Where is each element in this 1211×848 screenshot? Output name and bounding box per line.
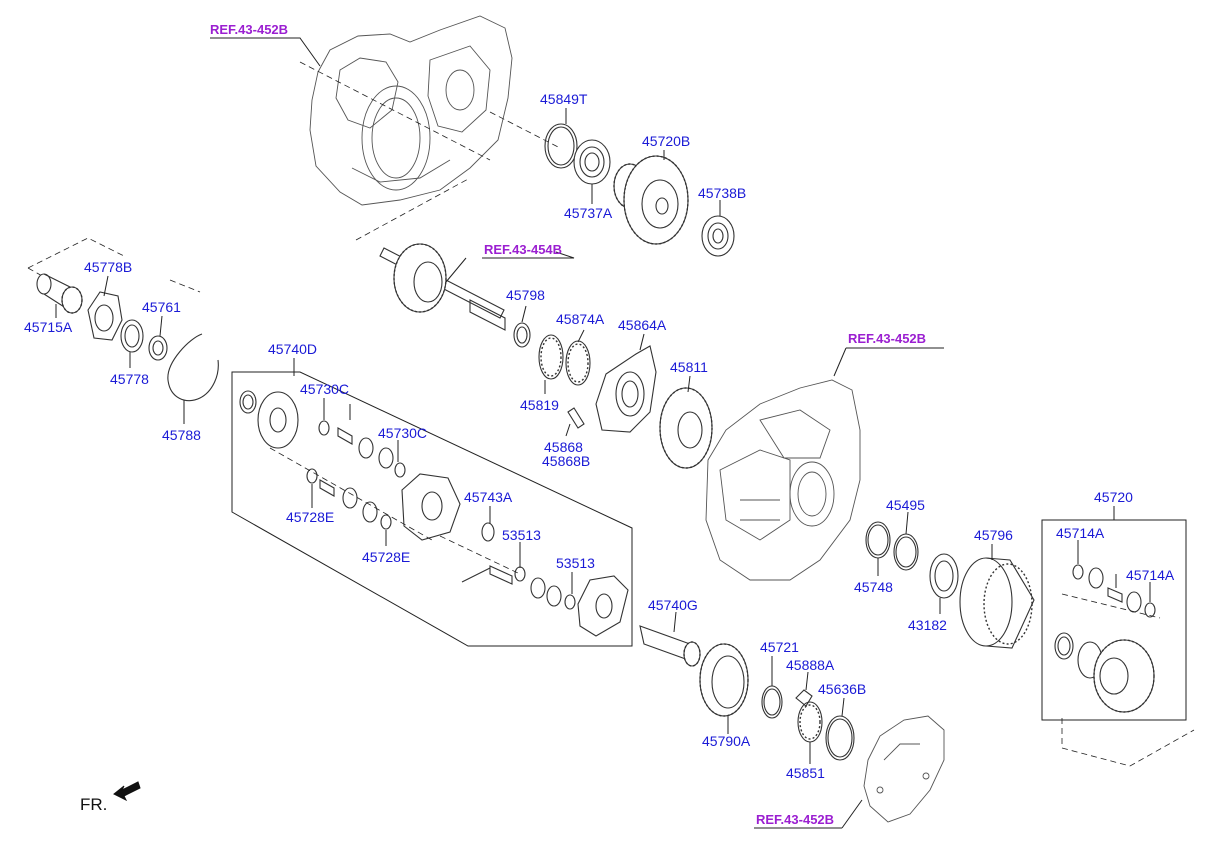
part-label-45636b[interactable]: 45636B (818, 681, 866, 697)
seal-45778[interactable] (120, 319, 144, 353)
part-label-45798[interactable]: 45798 (506, 287, 545, 303)
part-label-45849t[interactable]: 45849T (540, 91, 588, 107)
part-label-45730c-a[interactable]: 45730C (300, 381, 349, 397)
part-label-45868b[interactable]: 45868B (542, 453, 590, 469)
thrust-bearing-45851[interactable] (797, 701, 823, 743)
part-label-45888a[interactable]: 45888A (786, 657, 835, 673)
drum-45796[interactable] (959, 557, 1035, 649)
ring-45748[interactable] (865, 521, 891, 559)
part-label-45721[interactable]: 45721 (760, 639, 799, 655)
ring-45495[interactable] (893, 533, 919, 571)
part-label-45714a-a[interactable]: 45714A (1056, 525, 1105, 541)
main-shaft[interactable] (379, 243, 506, 331)
part-label-53513-a[interactable]: 53513 (502, 527, 541, 543)
front-arrow-icon (113, 781, 141, 802)
fr-label: FR. (80, 795, 107, 814)
part-label-45788[interactable]: 45788 (162, 427, 201, 443)
part-label-45743a[interactable]: 45743A (464, 489, 513, 505)
part-label-45737a[interactable]: 45737A (564, 205, 613, 221)
part-label-45714a-b[interactable]: 45714A (1126, 567, 1175, 583)
gear-45811[interactable] (659, 387, 713, 469)
part-label-43182[interactable]: 43182 (908, 617, 947, 633)
part-label-45819[interactable]: 45819 (520, 397, 559, 413)
part-label-45778[interactable]: 45778 (110, 371, 149, 387)
ref-label-top[interactable]: REF.43-452B (210, 22, 288, 37)
part-label-45811[interactable]: 45811 (670, 359, 708, 375)
o-ring-45849T[interactable] (544, 123, 578, 169)
output-shaft-45740G[interactable] (639, 625, 701, 667)
part-label-45868[interactable]: 45868 (544, 439, 583, 455)
washer-45761[interactable] (148, 335, 168, 361)
part-label-45778b[interactable]: 45778B (84, 259, 132, 275)
bearing-45737A[interactable] (573, 139, 611, 185)
part-label-45730c-b[interactable]: 45730C (378, 425, 427, 441)
front-direction-indicator: FR. (80, 781, 141, 814)
ring-45721[interactable] (761, 685, 783, 719)
planetary-parts[interactable] (239, 390, 629, 637)
part-label-45748[interactable]: 45748 (854, 579, 893, 595)
snap-ring-45788[interactable] (167, 333, 219, 402)
carrier-plate-45864A[interactable] (595, 345, 657, 433)
differential-assembly-box (1041, 519, 1187, 721)
thrust-bearing-45874A[interactable] (565, 340, 591, 386)
differential-assembly-45720[interactable] (1054, 564, 1195, 767)
bearing-45738B[interactable] (701, 215, 735, 257)
part-label-45715a[interactable]: 45715A (24, 319, 73, 335)
cover-housing-bottom[interactable] (863, 715, 945, 823)
planetary-carrier-box (231, 371, 633, 647)
ref-label-bottom[interactable]: REF.43-452B (756, 812, 834, 827)
ref-label-right[interactable]: REF.43-452B (848, 331, 926, 346)
ref-label-shaft[interactable]: REF.43-454B (484, 242, 562, 257)
part-label-45738b[interactable]: 45738B (698, 185, 746, 201)
part-label-45720b[interactable]: 45720B (642, 133, 690, 149)
part-label-45796[interactable]: 45796 (974, 527, 1013, 543)
part-label-45740d[interactable]: 45740D (268, 341, 317, 357)
transmission-housing-right (705, 379, 861, 581)
part-label-45740g[interactable]: 45740G (648, 597, 698, 613)
thrust-bearing-45819[interactable] (538, 334, 564, 380)
part-label-45720[interactable]: 45720 (1094, 489, 1133, 505)
differential-gear-45720B[interactable] (613, 155, 689, 245)
clip-45888A[interactable] (795, 689, 813, 707)
part-label-45761[interactable]: 45761 (142, 299, 181, 315)
plate-43182[interactable] (929, 553, 959, 599)
retainer-45778B[interactable] (87, 291, 123, 341)
part-label-45495[interactable]: 45495 (886, 497, 925, 513)
ring-45798[interactable] (513, 322, 531, 348)
part-label-53513-b[interactable]: 53513 (556, 555, 595, 571)
reference-labels: REF.43-452B REF.43-454B REF.43-452B REF.… (210, 22, 926, 827)
ring-gear-45790A[interactable] (699, 643, 749, 717)
part-label-45728e-b[interactable]: 45728E (362, 549, 410, 565)
leader-lines (55, 37, 1151, 829)
sleeve-45715A[interactable] (36, 273, 83, 314)
part-label-45864a[interactable]: 45864A (618, 317, 667, 333)
part-label-45790a[interactable]: 45790A (702, 733, 751, 749)
o-ring-45636B[interactable] (825, 715, 855, 761)
part-number-labels: 45849T 45720B 45738B 45737A 45778B 45761… (24, 91, 1175, 781)
bolt-45868[interactable] (567, 407, 585, 429)
part-label-45851[interactable]: 45851 (786, 765, 825, 781)
part-label-45728e-a[interactable]: 45728E (286, 509, 334, 525)
transmission-housing-top (299, 15, 561, 241)
part-label-45874a[interactable]: 45874A (556, 311, 605, 327)
